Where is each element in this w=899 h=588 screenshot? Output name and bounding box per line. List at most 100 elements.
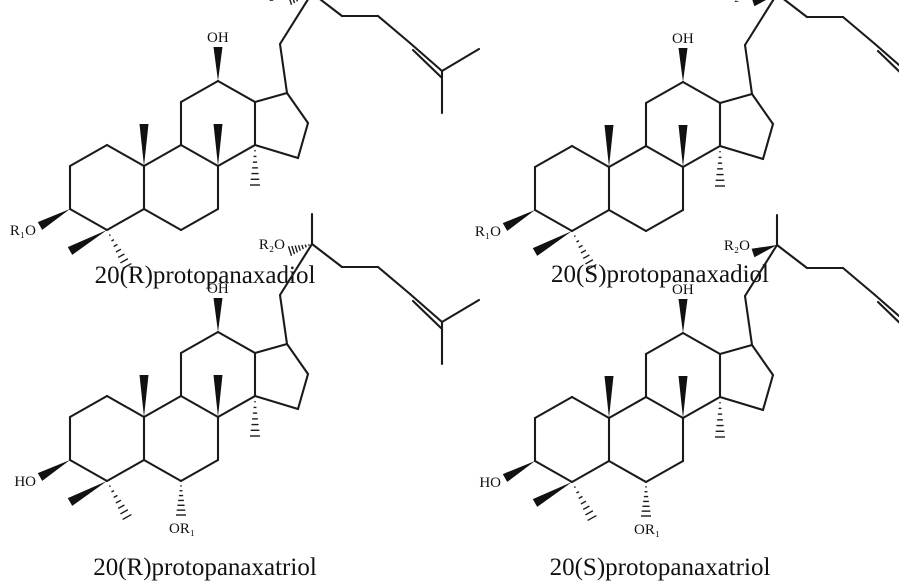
c20-oxygen-hash <box>287 244 310 256</box>
bond <box>718 92 754 105</box>
bond <box>533 208 574 233</box>
bond <box>570 144 611 169</box>
bond <box>681 144 722 169</box>
c3-oxygen-wedge <box>37 460 70 481</box>
bond <box>743 243 779 298</box>
c20-oxygen-wedge <box>752 0 766 7</box>
c8-methyl-wedge <box>678 125 688 167</box>
c14-methyl-hash <box>715 151 725 187</box>
c4-methyl-hash <box>573 486 597 522</box>
terminal-methyl <box>440 47 481 73</box>
bond <box>278 242 314 297</box>
bond <box>68 394 109 419</box>
c3-oxygen-wedge <box>37 209 70 230</box>
bond <box>310 242 344 269</box>
bond <box>285 342 310 376</box>
bond <box>607 144 648 169</box>
bond <box>644 144 685 169</box>
structure-1: OHR₁OR₂O20(R)protopanaxadiol <box>10 0 481 289</box>
compound-name-1: 20(R)protopanaxadiol <box>95 262 316 289</box>
bond <box>296 372 310 411</box>
c3-r1o-label: R₁O <box>10 223 36 239</box>
bond <box>743 294 754 347</box>
bond <box>179 207 220 232</box>
bond <box>718 144 765 161</box>
bond <box>68 207 109 232</box>
c10-methyl-wedge <box>604 125 614 167</box>
c10-methyl-wedge <box>604 376 614 418</box>
compound-name-2: 20(S)protopanaxadiol <box>551 261 769 288</box>
bond <box>253 394 300 411</box>
double-bond <box>411 299 443 330</box>
bond <box>750 92 775 126</box>
bond <box>376 265 412 296</box>
bond <box>681 395 722 420</box>
bond <box>607 459 648 484</box>
c3-ho-label: HO <box>479 475 501 491</box>
c4-methyl-wedge <box>67 481 107 506</box>
c6-oxygen-hash <box>176 485 186 516</box>
c10-methyl-wedge <box>139 375 149 417</box>
c12-oh-wedge <box>213 298 223 332</box>
c12-oh-label: OH <box>207 281 229 297</box>
c6-oxygen-hash <box>641 486 651 517</box>
structure-2: OHR₁OR₂O20(S)protopanaxadiol <box>475 0 899 288</box>
bond <box>775 243 809 270</box>
bond <box>718 395 765 412</box>
bond <box>408 41 444 73</box>
bond <box>644 208 685 233</box>
bond <box>253 143 300 160</box>
bond <box>105 143 146 168</box>
bond <box>644 331 685 356</box>
bond <box>285 91 310 125</box>
c4-methyl-hash <box>108 234 132 270</box>
bond <box>570 459 611 484</box>
bond <box>533 395 574 420</box>
bond <box>873 293 899 318</box>
bond <box>105 207 146 232</box>
bond <box>105 458 146 483</box>
bond <box>761 373 775 412</box>
bond <box>179 79 220 104</box>
c4-methyl-hash <box>573 235 597 271</box>
c14-methyl-hash <box>715 402 725 438</box>
bond <box>644 395 685 420</box>
c12-oh-label: OH <box>672 31 694 47</box>
c6-or1-label: OR₁ <box>169 521 195 537</box>
bond <box>718 343 754 356</box>
bond <box>179 330 220 355</box>
bond <box>142 207 183 232</box>
bond <box>216 330 257 355</box>
c8-methyl-wedge <box>678 376 688 418</box>
bond <box>644 80 685 105</box>
c20-oxygen-hash <box>289 0 299 5</box>
c12-oh-wedge <box>678 299 688 333</box>
c20-r2o-label: R₂O <box>724 238 750 254</box>
bond <box>278 293 289 346</box>
c14-methyl-hash <box>250 401 260 437</box>
terminal-methyl <box>440 298 481 324</box>
bond <box>681 80 722 105</box>
c3-ho-label: HO <box>14 474 36 490</box>
c4-methyl-wedge <box>532 231 572 256</box>
bond <box>644 459 685 484</box>
c8-methyl-wedge <box>213 375 223 417</box>
bond <box>278 0 309 46</box>
c10-methyl-wedge <box>139 124 149 166</box>
bond <box>68 143 109 168</box>
bond <box>179 143 220 168</box>
bond <box>216 143 257 168</box>
c3-oxygen-wedge <box>502 210 535 231</box>
bond <box>216 394 257 419</box>
bond <box>253 342 289 355</box>
bond <box>570 395 611 420</box>
double-bond <box>876 300 899 324</box>
bond <box>607 395 648 420</box>
c6-or1-label: OR₁ <box>634 522 660 538</box>
bond <box>408 292 444 324</box>
bond <box>216 79 257 104</box>
